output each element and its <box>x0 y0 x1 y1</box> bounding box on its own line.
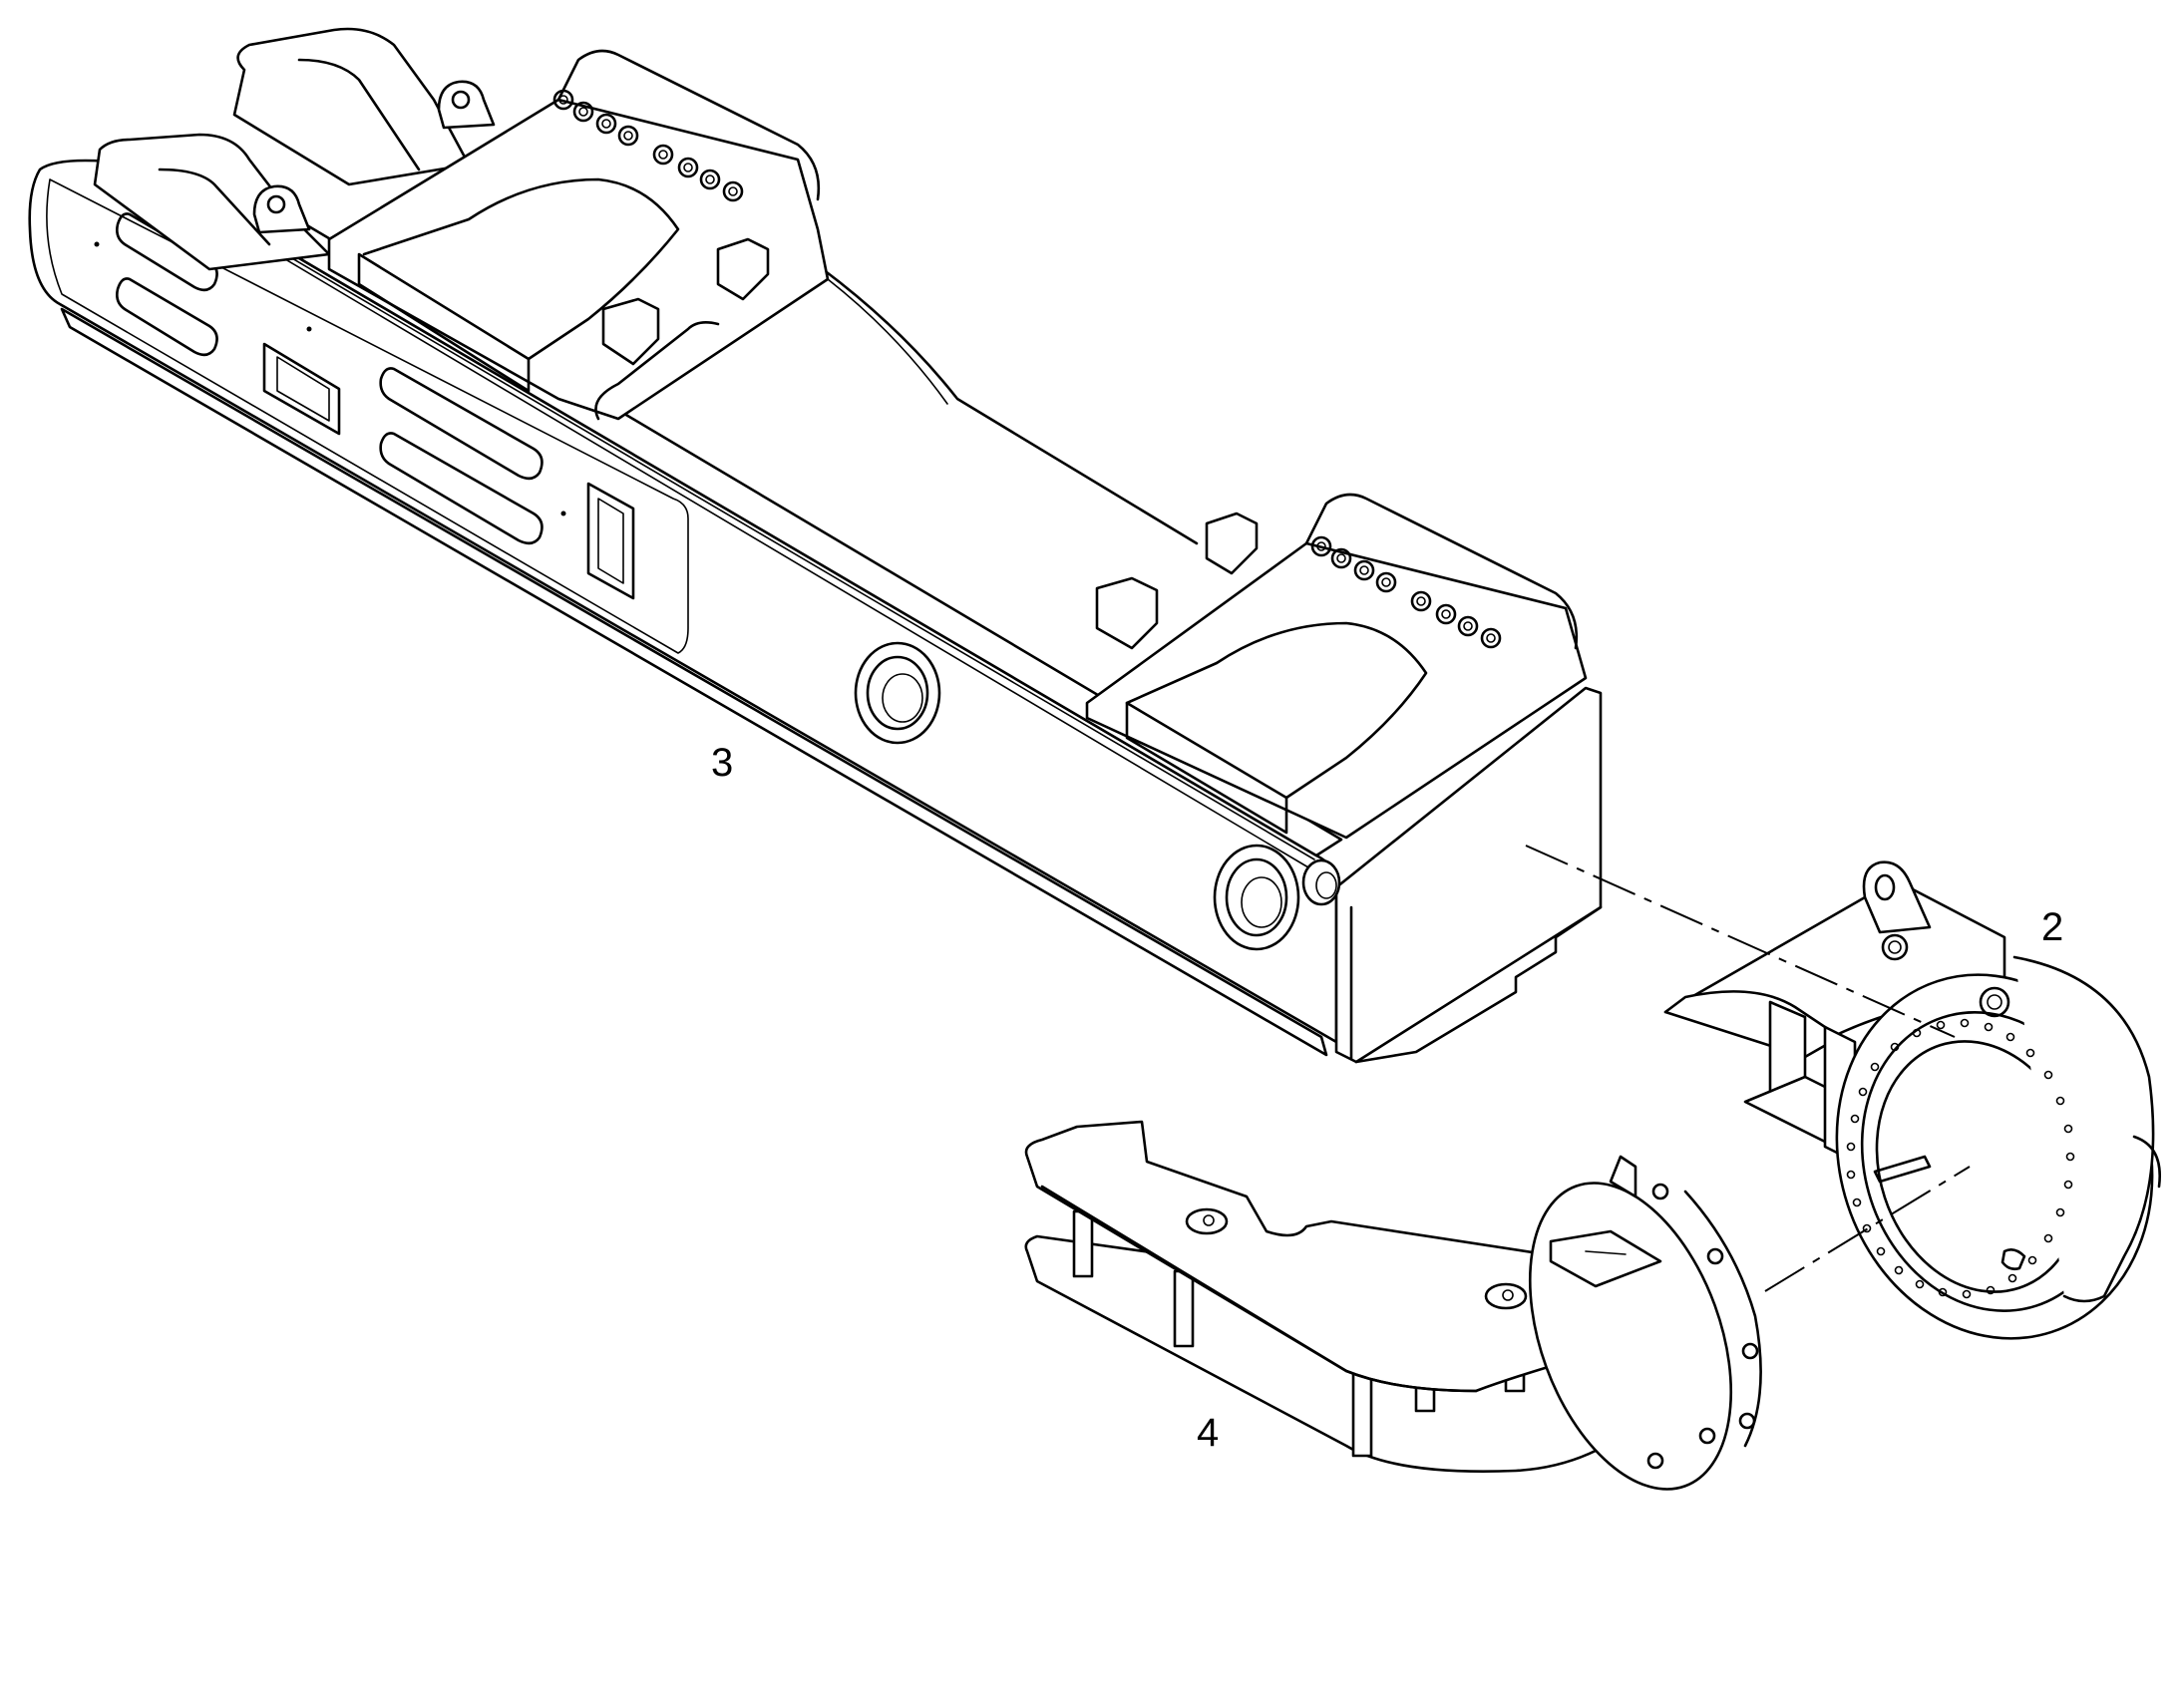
lifting-eye-1 <box>1185 1207 1229 1235</box>
centerline-frame-to-ring <box>1525 845 1956 1038</box>
bolt-row-left <box>552 89 744 202</box>
side-boss-2 <box>1213 844 1300 951</box>
flange-bolts <box>1646 1183 1759 1470</box>
callout-4: 4 <box>1197 1411 1219 1455</box>
callout-3: 3 <box>711 741 733 785</box>
ring-bolt-holes <box>1846 1018 2075 1299</box>
bolt-row-right <box>1310 535 1502 649</box>
lifting-eye-2 <box>1484 1282 1528 1310</box>
side-boss-1 <box>854 641 941 745</box>
callout-2: 2 <box>2041 905 2063 949</box>
part-4-u-frame <box>1024 1120 1762 1491</box>
part-2-ring-housing <box>1663 860 2161 1340</box>
centerline-ring-to-uframe <box>1764 1166 1971 1292</box>
part-3-main-frame <box>28 27 1603 1064</box>
